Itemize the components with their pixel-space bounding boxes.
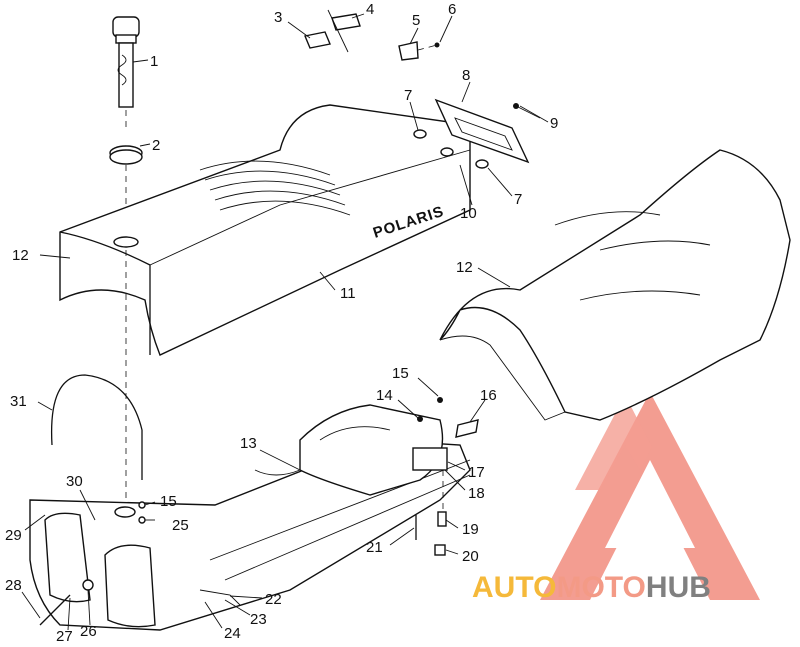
callout-31: 31: [10, 393, 27, 410]
callout-11: 11: [340, 285, 356, 302]
callout-18: 18: [468, 485, 485, 502]
callout-9: 9: [550, 115, 558, 132]
callout-12a: 12: [12, 247, 29, 264]
callout-25: 25: [172, 517, 189, 534]
callout-22: 22: [265, 591, 282, 608]
tail-plate-part: [434, 98, 541, 164]
callout-19: 19: [462, 521, 479, 538]
svg-text:AUTOMOTOHUB: AUTOMOTOHUB: [472, 571, 711, 604]
callout-2: 2: [152, 137, 160, 154]
gas-cap-part: [112, 16, 140, 128]
callout-10: 10: [460, 205, 477, 222]
tank-chassis-part: [29, 404, 471, 631]
callout-1: 1: [150, 53, 158, 70]
watermark-wordmark: AUTOMOTOHUB: [472, 571, 711, 604]
callout-3: 3: [274, 9, 282, 26]
callout-8: 8: [462, 67, 470, 84]
hardware-parts: [138, 397, 479, 556]
callout-leaders: [21, 13, 549, 631]
watermark-word-part2: MOTO: [556, 571, 645, 604]
callout-24: 24: [224, 625, 241, 642]
callout-20: 20: [462, 548, 479, 565]
callout-15a: 15: [392, 365, 409, 382]
callout-29: 29: [5, 527, 22, 544]
callout-12b: 12: [456, 259, 473, 276]
callout-14: 14: [376, 387, 393, 404]
watermark-triangle-inner: [575, 395, 652, 490]
fastener-parts: [413, 129, 489, 169]
callout-13: 13: [240, 435, 257, 452]
callout-17: 17: [468, 464, 485, 481]
watermark-triangle-cutout: [605, 460, 695, 548]
callout-6: 6: [448, 1, 456, 18]
callout-28: 28: [5, 577, 22, 594]
callout-7b: 7: [514, 191, 522, 208]
callout-27: 27: [56, 628, 73, 645]
callout-23: 23: [250, 611, 267, 628]
seat-assembly-part: POLARIS: [59, 104, 471, 356]
tab-part: [398, 41, 440, 61]
seat-cover-part: [439, 149, 791, 421]
callout-7a: 7: [404, 87, 412, 104]
callout-21: 21: [366, 539, 383, 556]
watermark-logo-mark: [540, 392, 760, 600]
vent-hose-part: [50, 250, 143, 500]
watermark-triangle-shape: [540, 392, 760, 600]
watermark-word-part3: HUB: [646, 571, 711, 604]
callout-15b: 15: [160, 493, 177, 510]
callout-labels: 1 2 3 4 5 6 7 7 8 9 10 11 12 12 13 14 15…: [5, 1, 558, 645]
watermark-word-part1: AUTO: [472, 571, 556, 604]
bracket-parts: [304, 9, 361, 53]
callout-26: 26: [80, 623, 97, 640]
callout-30: 30: [66, 473, 83, 490]
callout-16: 16: [480, 387, 497, 404]
callout-4: 4: [366, 1, 374, 18]
callout-5: 5: [412, 12, 420, 29]
